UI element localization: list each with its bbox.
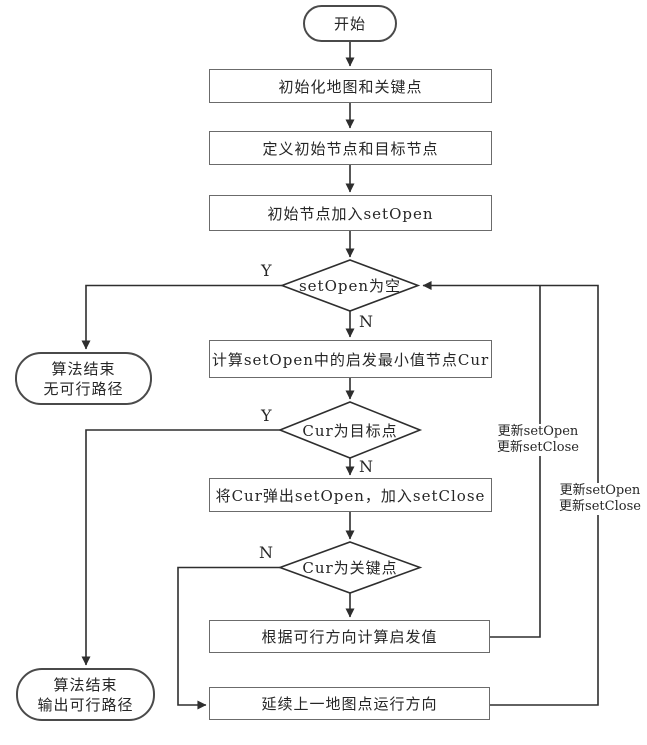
edge-label-update-from-continue: 更新setOpen 更新setClose (557, 483, 643, 515)
process-add-setopen: 初始节点加入setOpen (209, 195, 492, 231)
decision-cur-key-label: Cur为关键点 (302, 558, 398, 577)
process-pop-cur: 将Cur弹出setOpen，加入setClose (209, 478, 492, 512)
branch-label-cur-target-yes: Y (259, 406, 274, 425)
decision-setopen-empty: setOpen为空 (282, 262, 418, 309)
end-output-path-line2: 输出可行路径 (37, 695, 134, 714)
process-calc-min-node-label: 计算setOpen中的启发最小值节点Cur (211, 350, 490, 369)
edge-label-update-from-continue-line1: 更新setOpen (559, 483, 641, 498)
decision-cur-target-shape (277, 401, 423, 459)
end-output-path-line1: 算法结束 (53, 675, 118, 694)
process-calc-heuristic: 根据可行方向计算启发值 (209, 620, 490, 653)
process-calc-heuristic-label: 根据可行方向计算启发值 (261, 628, 438, 646)
decision-setopen-empty-shape (279, 259, 421, 312)
edge-label-update-from-heuristic-line2: 更新setClose (497, 440, 579, 455)
connector-decision3-no-to-continue (177, 566, 280, 710)
end-no-path-line2: 无可行路径 (43, 379, 124, 398)
edge-label-update-from-continue-line2: 更新setClose (559, 499, 641, 514)
decision-cur-target-label: Cur为目标点 (302, 421, 398, 440)
connector-decision2-yes-to-end-output (81, 429, 280, 666)
process-define-nodes: 定义初始节点和目标节点 (209, 131, 492, 165)
start-label: 开始 (333, 14, 366, 33)
edge-label-update-from-heuristic-line1: 更新setOpen (497, 424, 579, 439)
branch-label-cur-target-no: N (357, 457, 375, 476)
end-no-path-terminal: 算法结束 无可行路径 (15, 352, 152, 405)
end-output-path-terminal: 算法结束 输出可行路径 (16, 668, 155, 721)
start-terminal: 开始 (303, 5, 397, 42)
edge-label-update-from-heuristic: 更新setOpen 更新setClose (495, 424, 581, 456)
process-pop-cur-label: 将Cur弹出setOpen，加入setClose (215, 486, 486, 505)
connector-decision1-yes-to-end-no-path (81, 284, 282, 350)
branch-label-setopen-empty-no: N (357, 312, 375, 331)
branch-label-cur-key-no: N (257, 543, 275, 562)
decision-cur-key: Cur为关键点 (280, 543, 420, 591)
connector-heuristic-return (490, 285, 541, 638)
process-init-map-label: 初始化地图和关键点 (278, 77, 423, 96)
branch-label-setopen-empty-yes: Y (259, 261, 274, 280)
process-continue-direction: 延续上一地图点运行方向 (209, 687, 490, 720)
decision-cur-key-shape (277, 541, 423, 594)
decision-setopen-empty-label: setOpen为空 (298, 277, 402, 295)
process-calc-min-node: 计算setOpen中的启发最小值节点Cur (209, 340, 492, 378)
decision-cur-target: Cur为目标点 (280, 406, 420, 454)
process-add-setopen-label: 初始节点加入setOpen (267, 204, 434, 223)
process-continue-direction-label: 延续上一地图点运行方向 (261, 695, 438, 713)
end-no-path-line1: 算法结束 (51, 359, 116, 378)
process-define-nodes-label: 定义初始节点和目标节点 (262, 139, 439, 158)
process-init-map: 初始化地图和关键点 (209, 69, 492, 103)
